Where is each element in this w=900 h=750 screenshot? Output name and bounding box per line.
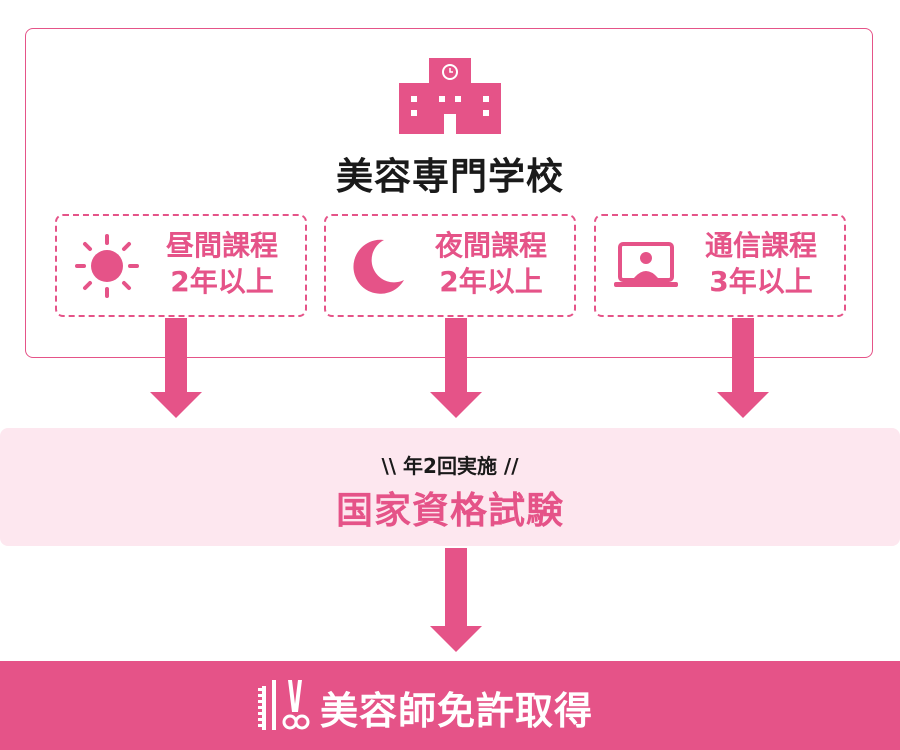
- exam-title: 国家資格試験: [336, 489, 564, 532]
- comb-scissors-icon: [258, 680, 310, 730]
- license-band: [0, 661, 900, 750]
- course-years: 2年以上: [439, 265, 543, 298]
- arrow-down-4: [430, 548, 482, 652]
- exam-frequency-text: 年2回実施: [403, 454, 497, 478]
- school-building-icon: [399, 58, 501, 134]
- arrow-down-1: [150, 318, 202, 418]
- arrow-down-3: [717, 318, 769, 418]
- course-day: 昼間課程 2年以上: [55, 214, 307, 317]
- course-name: 夜間課程: [434, 229, 547, 262]
- course-years: 3年以上: [709, 265, 813, 298]
- sun-icon: [75, 234, 139, 298]
- exam-band: [0, 428, 900, 546]
- online-monitor-icon: [614, 242, 678, 287]
- course-correspondence: 通信課程 3年以上: [594, 214, 846, 317]
- course-name: 昼間課程: [165, 229, 278, 262]
- arrow-down-2: [430, 318, 482, 418]
- moon-icon: [353, 239, 404, 294]
- license-title: 美容師免許取得: [320, 689, 594, 733]
- exam-frequency: \\ 年2回実施 //: [0, 450, 900, 479]
- slash-left-icon: \\: [381, 454, 404, 478]
- course-night: 夜間課程 2年以上: [324, 214, 576, 317]
- course-years: 2年以上: [170, 265, 274, 298]
- school-title: 美容専門学校: [336, 155, 564, 198]
- course-name: 通信課程: [704, 229, 817, 262]
- slash-right-icon: //: [496, 454, 519, 478]
